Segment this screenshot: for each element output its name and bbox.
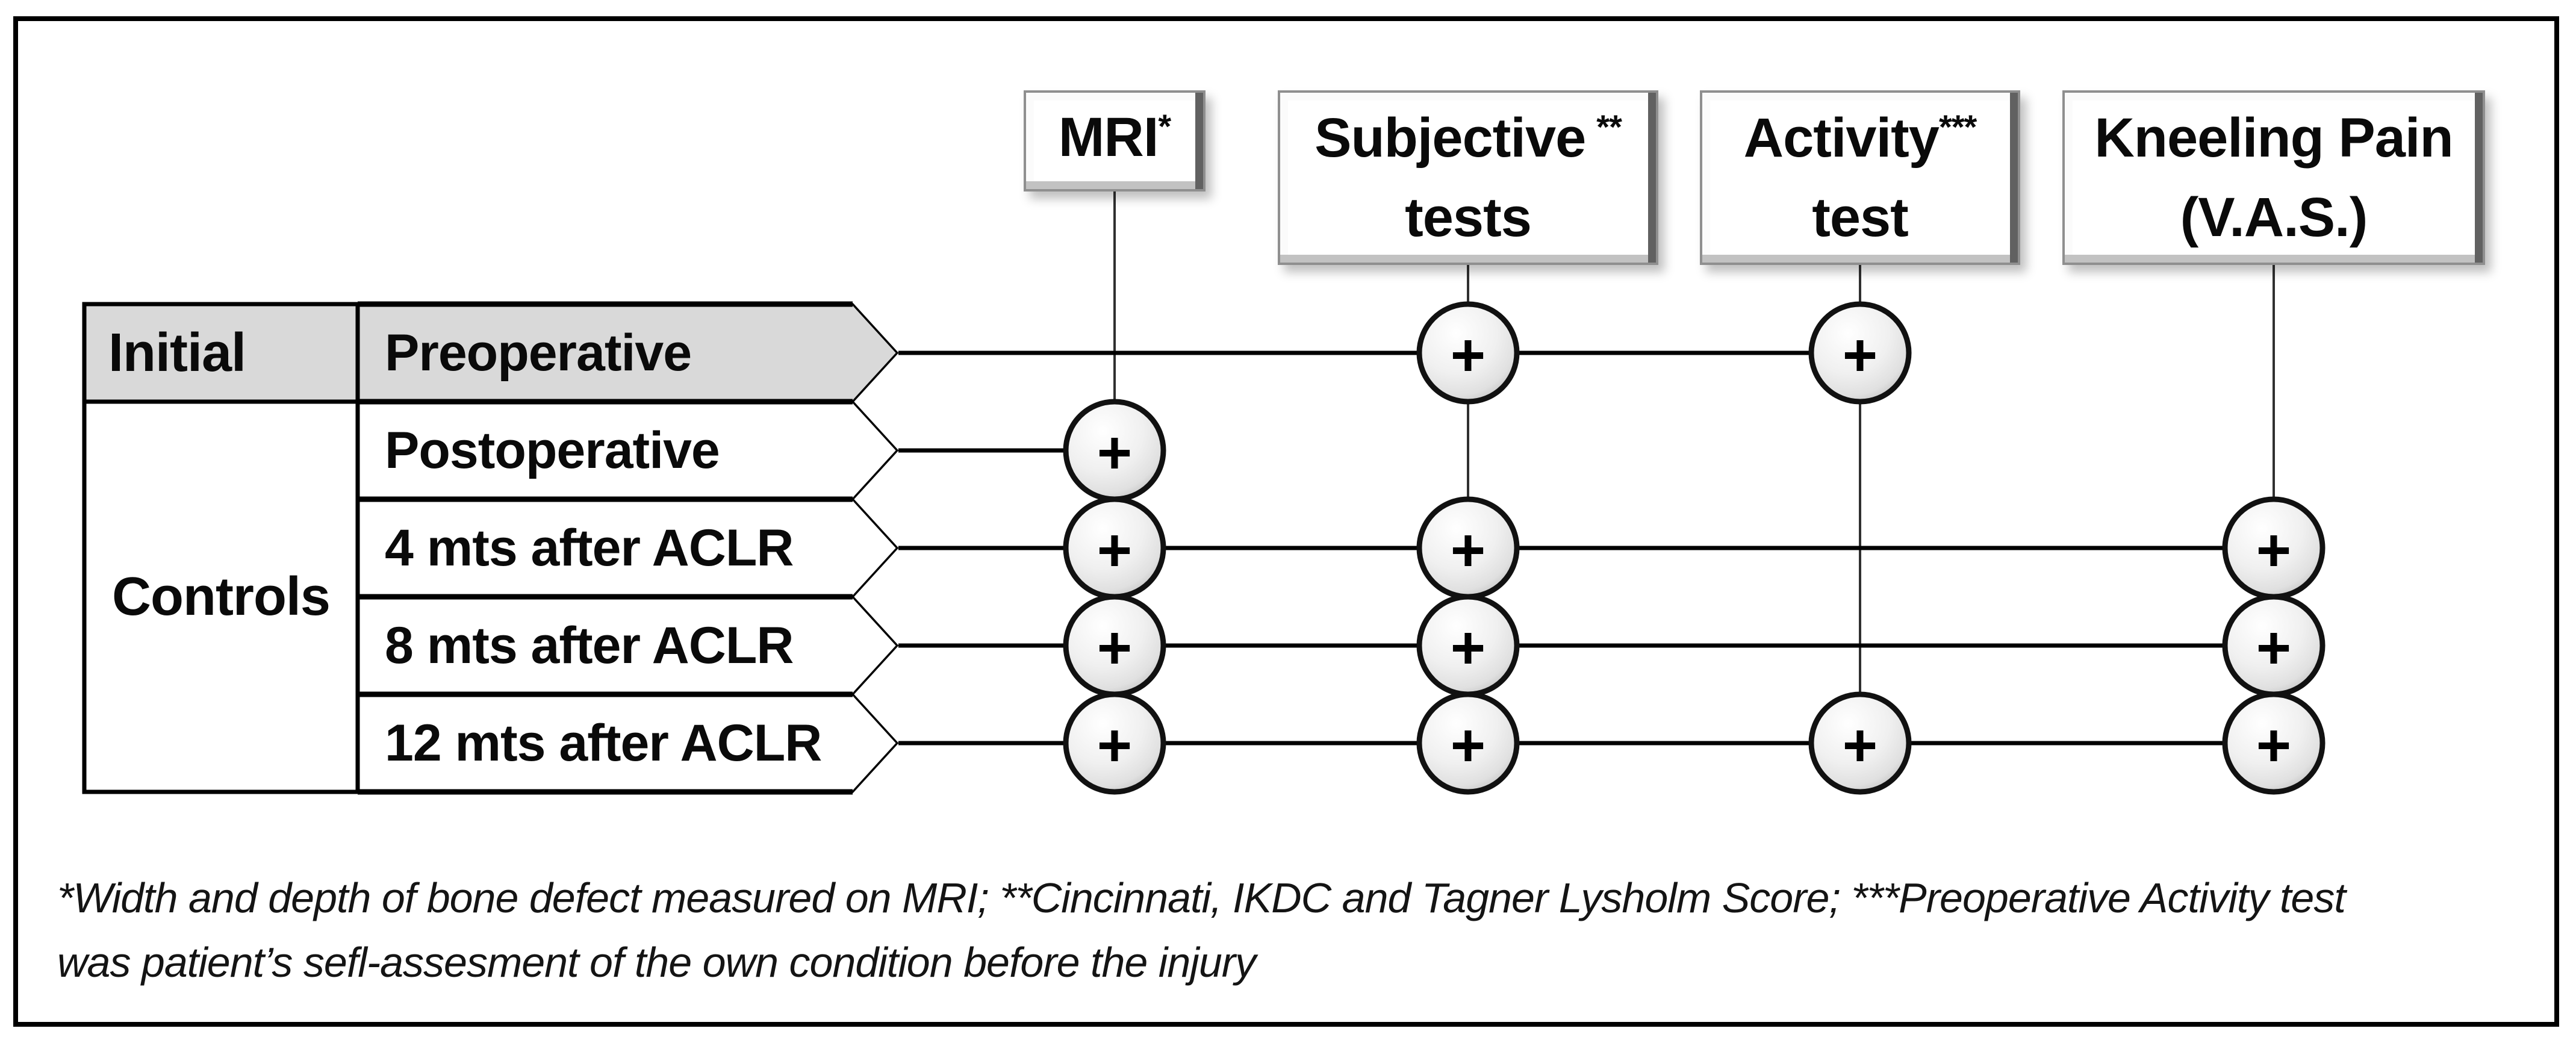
row-label-preoperative: Preoperative	[385, 323, 692, 382]
footnote-line2: was patient’s sefl-assesment of the own …	[57, 939, 1256, 986]
column-subtitle-kneeling: (V.A.S.)	[2180, 187, 2368, 248]
plus-marker: +	[1097, 712, 1132, 779]
column-title-text: Subjective	[1314, 107, 1586, 169]
assessment-marker-circle	[1808, 301, 1912, 405]
plus-marker: +	[2256, 517, 2291, 584]
column-title-text: MRI	[1058, 107, 1159, 168]
row-label-4mts: 4 mts after ACLR	[385, 518, 794, 577]
column-box-mri: MRI*	[1024, 90, 1206, 191]
column-box-subjective-tests: Subjective ** tests	[1278, 90, 1658, 265]
group-cell-controls	[82, 399, 360, 794]
assessment-marker-circle	[1063, 691, 1166, 795]
plus-marker: +	[2256, 712, 2291, 779]
footnote: *Width and depth of bone defect measured…	[57, 866, 2538, 995]
column-title-text: Kneeling Pain	[2094, 107, 2453, 169]
column-box-activity-test: Activity*** test	[1700, 90, 2020, 265]
plus-marker: +	[1451, 322, 1486, 389]
assessment-marker-circle	[1416, 691, 1520, 795]
row-label-12mts: 12 mts after ACLR	[385, 714, 822, 772]
plus-marker: +	[1843, 322, 1878, 389]
group-label-initial: Initial	[108, 322, 246, 383]
plus-marker: +	[1451, 517, 1486, 584]
asterisk-sup: **	[1596, 108, 1622, 146]
plus-marker: +	[2256, 614, 2291, 682]
plus-marker: +	[1843, 712, 1878, 779]
plus-marker: +	[1097, 419, 1132, 487]
column-title-activity: Activity***	[1744, 102, 1977, 181]
column-box-kneeling-pain: Kneeling Pain (V.A.S.)	[2062, 90, 2485, 265]
asterisk-sup: ***	[1938, 108, 1977, 146]
group-label-controls: Controls	[112, 566, 331, 627]
asterisk-sup: *	[1158, 107, 1171, 145]
column-title-text: Activity	[1743, 107, 1940, 169]
assessment-marker-circle	[2222, 691, 2326, 795]
plus-marker: +	[1097, 614, 1132, 682]
column-title-mri: MRI*	[1059, 101, 1171, 181]
assessment-marker-circle	[1808, 691, 1912, 795]
plus-marker: +	[1097, 517, 1132, 584]
row-label-postoperative: Postoperative	[385, 421, 720, 479]
column-title-subjective: Subjective **	[1314, 102, 1622, 181]
column-subtitle-subjective: tests	[1405, 187, 1532, 248]
column-subtitle-activity: test	[1812, 187, 1909, 248]
assessment-marker-circle	[1416, 301, 1520, 405]
group-cell-initial	[82, 302, 360, 404]
row-label-8mts: 8 mts after ACLR	[385, 616, 794, 674]
connectors-and-markers: + + + + + + + + + + + + +	[898, 191, 2326, 795]
column-title-kneeling: Kneeling Pain	[2094, 102, 2453, 181]
footnote-line1: *Width and depth of bone defect measured…	[57, 874, 2346, 921]
plus-marker: +	[1451, 614, 1486, 682]
plus-marker: +	[1451, 712, 1486, 779]
